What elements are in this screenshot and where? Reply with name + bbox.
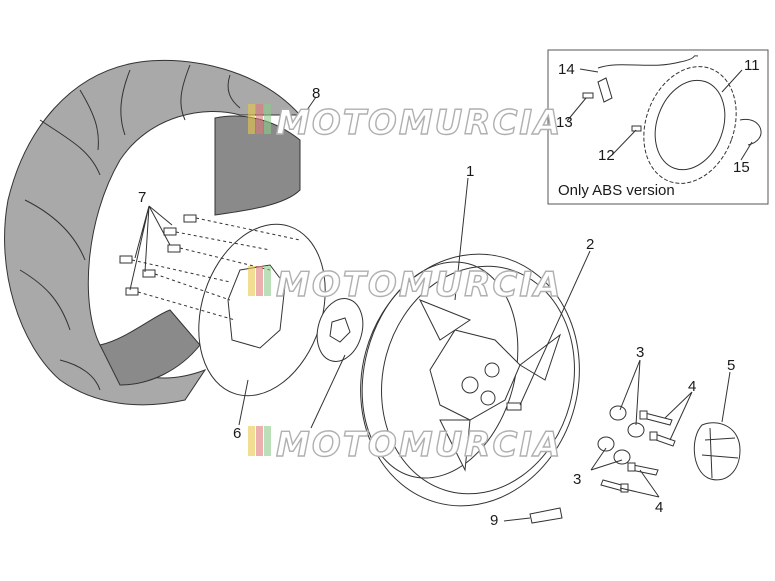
- callout-1: 1: [466, 163, 474, 180]
- callout-2: 2: [586, 236, 594, 253]
- callout-13: 13: [556, 114, 573, 131]
- callout-7: 7: [138, 189, 146, 206]
- watermark-middle: MOTOMURCIA: [248, 264, 562, 306]
- disc-bolts: [119, 214, 301, 321]
- washers-and-screws: [597, 405, 676, 493]
- balance-weight: [529, 507, 563, 524]
- callout-8: 8: [312, 85, 320, 102]
- callout-4-lower: 4: [655, 499, 663, 516]
- wheel-rim: [360, 253, 580, 507]
- callout-3-upper: 3: [636, 344, 644, 361]
- watermark-top: MOTOMURCIA: [248, 102, 562, 144]
- spacer-flange: [316, 298, 364, 362]
- hub-cover: [693, 422, 741, 481]
- callout-14: 14: [558, 61, 575, 78]
- callout-9: 9: [490, 512, 498, 529]
- callout-15: 15: [733, 159, 750, 176]
- callout-5: 5: [727, 357, 735, 374]
- callout-4-upper: 4: [688, 378, 696, 395]
- watermark-text: MOTOMURCIA: [276, 103, 562, 143]
- callout-6: 6: [233, 425, 241, 442]
- brake-disc: [198, 223, 326, 397]
- callout-12: 12: [598, 147, 615, 164]
- leader-lines: [129, 68, 753, 522]
- abs-inset: [547, 49, 769, 205]
- valve: [506, 402, 522, 411]
- abs-caption: Only ABS version: [558, 182, 675, 199]
- callout-3-lower: 3: [573, 471, 581, 488]
- watermark-text: MOTOMURCIA: [276, 425, 562, 465]
- watermark-text: MOTOMURCIA: [276, 265, 562, 305]
- tyre: [4, 59, 302, 406]
- callout-11: 11: [744, 57, 760, 74]
- watermark-bottom: MOTOMURCIA: [248, 424, 562, 466]
